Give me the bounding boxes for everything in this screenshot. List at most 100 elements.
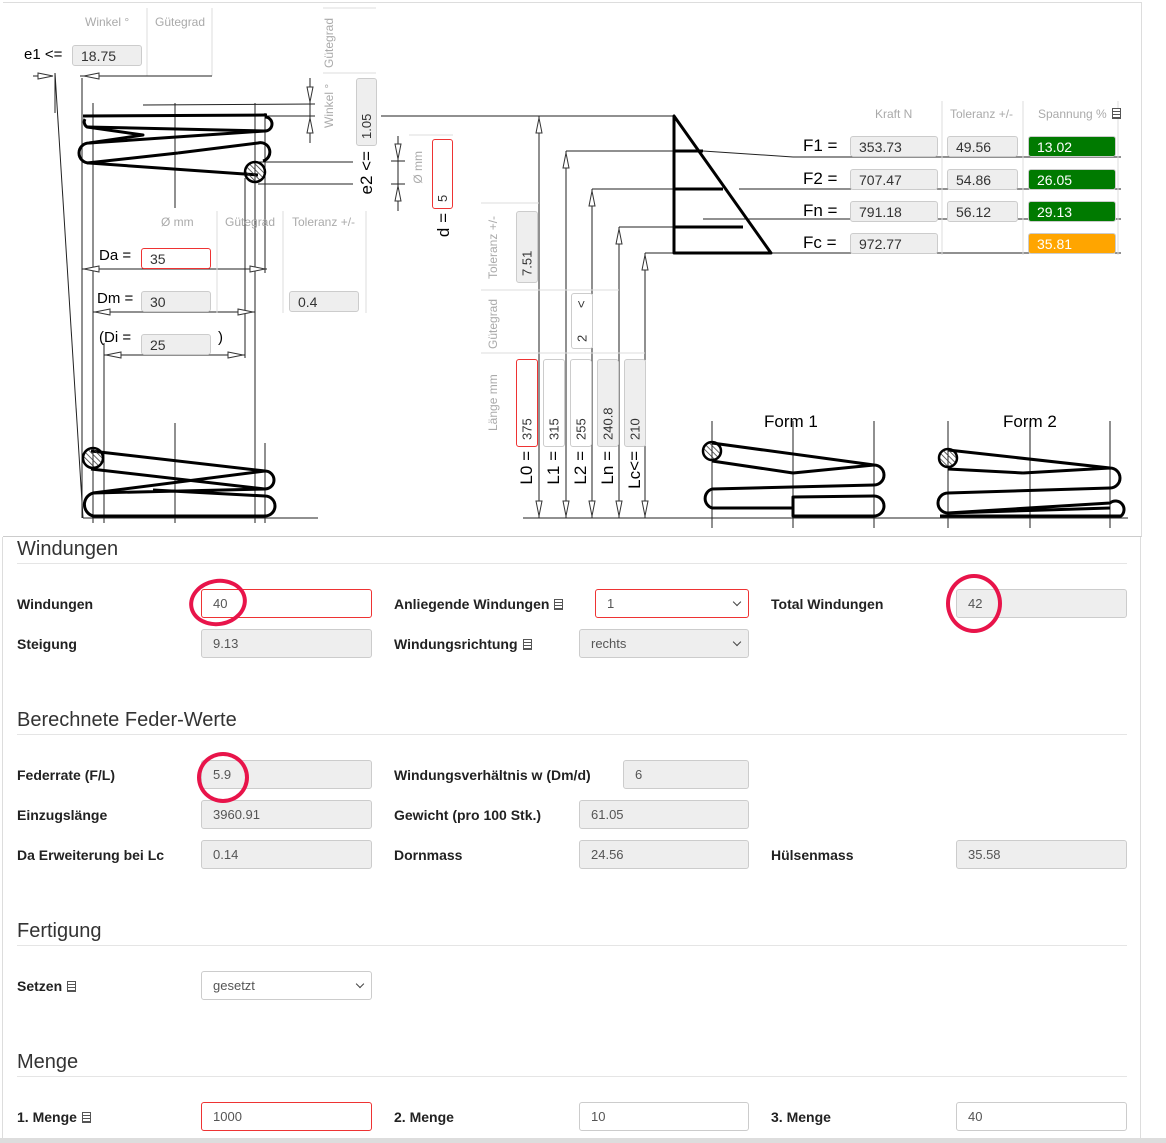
force-tol-header: Toleranz +/- — [950, 107, 1014, 121]
setzen-select[interactable]: gesetzt — [201, 971, 372, 1000]
da-input[interactable]: 35 — [141, 248, 211, 269]
annotation-circle — [946, 574, 1002, 633]
f1-force-input[interactable]: 353.73 — [850, 136, 938, 157]
di-close-paren: ) — [218, 329, 223, 346]
annotation-circle — [185, 574, 251, 631]
anliegende-label: Anliegende Windungen — [394, 596, 564, 612]
dia-tol-header: Toleranz +/- — [292, 215, 356, 229]
annotation-circle — [197, 752, 249, 803]
fn-label: Fn = — [803, 201, 838, 220]
windungsrichtung-label: Windungsrichtung — [394, 636, 532, 652]
f2-tol-input[interactable]: 54.86 — [947, 169, 1018, 190]
info-icon[interactable] — [522, 639, 532, 650]
fc-stress-badge: 35.81 — [1028, 233, 1116, 254]
form1-label[interactable]: Form 1 — [764, 412, 818, 431]
divider — [17, 1076, 1127, 1077]
f2-stress-badge: 26.05 — [1028, 169, 1116, 190]
fc-label: Fc = — [803, 233, 837, 252]
einzug-label: Einzugslänge — [17, 807, 108, 823]
f2-force-input[interactable]: 707.47 — [850, 169, 938, 190]
l0-input[interactable]: 375 — [516, 359, 538, 447]
huelsenmass-label: Hülsenmass — [771, 847, 854, 863]
l0-label: L0 = — [517, 451, 536, 485]
menge2-label: 2. Menge — [394, 1109, 454, 1125]
dia-header: Ø mm — [161, 215, 194, 229]
fn-force-input[interactable]: 791.18 — [850, 201, 938, 222]
da-erweiterung-label: Da Erweiterung bei Lc — [17, 847, 165, 863]
windungen-input[interactable]: 40 — [201, 589, 372, 618]
f1-label: F1 = — [803, 136, 838, 155]
section-windungen-title: Windungen — [17, 538, 119, 560]
divider — [17, 945, 1127, 946]
da-label: Da = — [99, 247, 132, 264]
bottom-edge — [0, 1138, 1166, 1143]
f2-label: F2 = — [803, 169, 838, 188]
stress-header-label: Spannung % — [1038, 107, 1107, 121]
right-border — [1140, 537, 1141, 1143]
e2-input[interactable]: 1.05 — [356, 78, 377, 146]
length-grade-select[interactable]: 2 > — [571, 293, 593, 349]
d-label: d = — [434, 213, 453, 238]
windungsrichtung-select[interactable]: rechts — [579, 629, 749, 658]
di-label: (Di = — [99, 329, 132, 346]
length-grade-header: Gütegrad — [486, 298, 500, 349]
e2-angle-header: Winkel ° — [322, 83, 336, 128]
steigung-label: Steigung — [17, 636, 77, 652]
anliegende-select[interactable]: 1 — [595, 589, 749, 618]
e1-label: e1 <= — [24, 46, 63, 63]
info-icon[interactable] — [81, 1112, 91, 1123]
length-tol-header: Toleranz +/- — [486, 215, 500, 279]
stress-header: Spannung % — [1038, 107, 1121, 121]
e1-input[interactable]: 18.75 — [72, 45, 142, 66]
l1-label: L1 = — [544, 451, 563, 485]
force-header: Kraft N — [875, 107, 913, 121]
l2-label: L2 = — [571, 451, 590, 485]
section-menge-title: Menge — [17, 1051, 79, 1073]
f1-tol-input[interactable]: 49.56 — [947, 136, 1018, 157]
left-border — [2, 537, 3, 1143]
menge3-input[interactable]: 40 — [956, 1102, 1127, 1131]
f1-stress-badge: 13.02 — [1028, 136, 1116, 157]
steigung-input: 9.13 — [201, 629, 372, 658]
dm-input[interactable]: 30 — [141, 291, 211, 312]
anliegende-label-text: Anliegende Windungen — [394, 596, 550, 612]
gewicht-input: 61.05 — [579, 800, 749, 829]
da-erweiterung-input: 0.14 — [201, 840, 372, 869]
menge2-input[interactable]: 10 — [579, 1102, 749, 1131]
l1-input[interactable]: 315 — [543, 359, 565, 447]
fc-force-input[interactable]: 972.77 — [850, 233, 938, 254]
length-grade-value: 2 — [574, 334, 590, 342]
ln-label: Ln = — [598, 451, 617, 485]
menge1-input[interactable]: 1000 — [201, 1102, 372, 1131]
d-input[interactable]: 5 — [432, 139, 453, 209]
info-icon[interactable] — [67, 981, 77, 992]
d-header: Ø mm — [411, 151, 425, 184]
setzen-label-text: Setzen — [17, 978, 63, 994]
windungsrichtung-label-text: Windungsrichtung — [394, 636, 518, 652]
info-icon[interactable] — [1111, 108, 1121, 119]
verhaeltnis-input: 6 — [623, 760, 749, 789]
divider — [17, 563, 1127, 564]
dia-grade-header: Gütegrad — [225, 215, 276, 229]
dm-tolerance-input[interactable]: 0.4 — [289, 291, 359, 312]
total-windungen-label: Total Windungen — [771, 596, 884, 612]
windungen-label: Windungen — [17, 596, 94, 612]
ln-input[interactable]: 240.8 — [597, 359, 619, 447]
section-berechnet-title: Berechnete Feder-Werte — [17, 709, 237, 731]
chevron-icon: > — [574, 300, 590, 308]
dm-label: Dm = — [97, 290, 134, 307]
l2-input[interactable]: 255 — [570, 359, 592, 447]
fn-tol-input[interactable]: 56.12 — [947, 201, 1018, 222]
setzen-label: Setzen — [17, 978, 77, 994]
length-header: Länge mm — [486, 374, 500, 431]
spring-diagram: Winkel ° Gütegrad e1 <= 18.75 Gütegrad W… — [3, 2, 1142, 537]
einzug-input: 3960.91 — [201, 800, 372, 829]
menge1-label-text: 1. Menge — [17, 1109, 77, 1125]
section-fertigung-title: Fertigung — [17, 920, 102, 942]
length-tolerance-input[interactable]: 7.51 — [516, 211, 538, 283]
lc-input[interactable]: 210 — [624, 359, 646, 447]
lc-label: Lc<= — [625, 451, 644, 489]
info-icon[interactable] — [554, 599, 564, 610]
di-input[interactable]: 25 — [141, 334, 211, 355]
form2-label[interactable]: Form 2 — [1003, 412, 1057, 431]
